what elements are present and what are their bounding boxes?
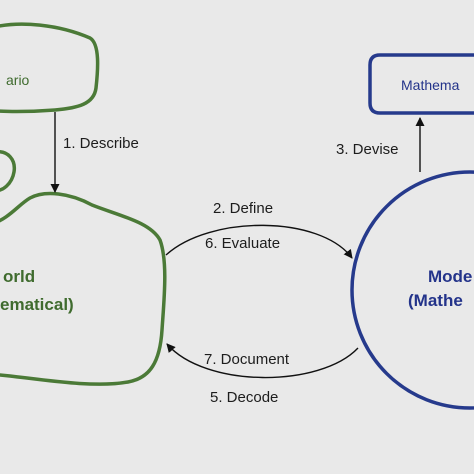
math-box-label: Mathema — [401, 77, 460, 93]
step-define-label: 2. Define — [213, 200, 273, 217]
step-describe-label: 1. Describe — [63, 135, 139, 152]
model-label-line1: Mode — [428, 267, 472, 286]
step-devise-label: 3. Devise — [336, 141, 399, 158]
world-shape — [0, 191, 167, 386]
world-label-line2: ematical) — [0, 295, 74, 314]
scenario-label: ario — [6, 72, 30, 88]
scenario-shape — [0, 22, 100, 114]
define-evaluate-arrow — [165, 224, 353, 259]
step-evaluate-label: 6. Evaluate — [205, 235, 280, 252]
document-decode-arrow — [166, 343, 359, 379]
math-box — [368, 53, 474, 115]
world-label-line1: orld — [3, 267, 35, 286]
model-circle — [350, 170, 474, 410]
step-decode-label: 5. Decode — [210, 389, 278, 406]
small-green-curve — [0, 150, 17, 192]
step-document-label: 7. Document — [204, 351, 290, 368]
model-label-line2: (Mathe — [408, 291, 463, 310]
